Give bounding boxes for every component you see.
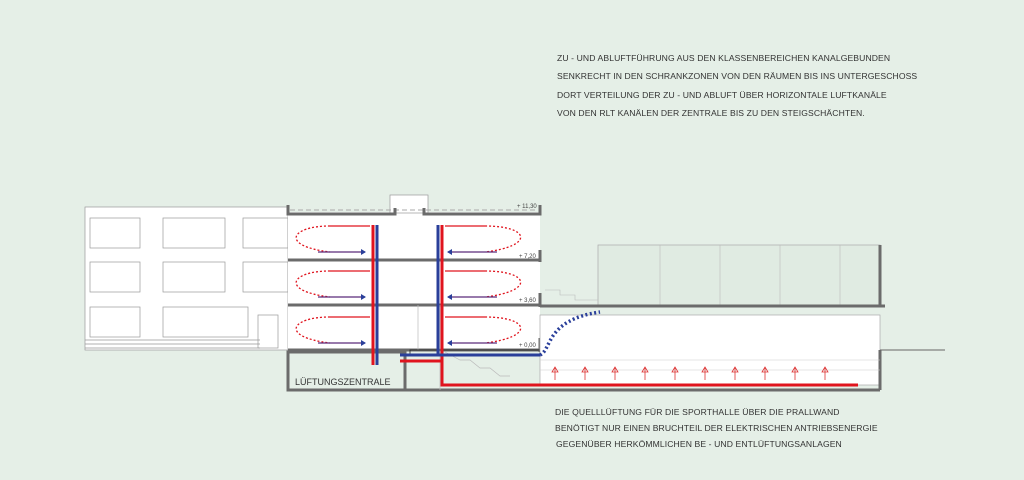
top-note-line: SENKRECHT IN DEN SCHRANKZONEN VON DEN RÄ… xyxy=(557,71,918,82)
elevation-labels: + 11,30 + 7,20 + 3,60 + 0,00 xyxy=(517,204,537,349)
left-building xyxy=(84,206,289,351)
school-section xyxy=(286,194,880,392)
room-label-lueftungszentrale: LÜFTUNGSZENTRALE xyxy=(295,377,391,387)
bottom-note-line: DIE QUELLLÜFTUNG FÜR DIE SPORTHALLE ÜBER… xyxy=(555,407,840,417)
bottom-note-line: BENÖTIGT NUR EINEN BRUCHTEIL DER ELEKTRI… xyxy=(555,423,878,433)
top-note-line: DORT VERTEILUNG DER ZU - UND ABLUFT ÜBER… xyxy=(557,89,887,100)
top-note-line: ZU - UND ABLUFTFÜHRUNG AUS DEN KLASSENBE… xyxy=(557,53,891,63)
elevation-label: + 3,60 xyxy=(519,298,537,304)
bottom-note: DIE QUELLLÜFTUNG FÜR DIE SPORTHALLE ÜBER… xyxy=(555,404,878,452)
air-circulation-loops xyxy=(295,225,522,347)
top-note: ZU - UND ABLUFTFÜHRUNG AUS DEN KLASSENBE… xyxy=(557,49,917,122)
elevation-label: + 0,00 xyxy=(519,343,537,349)
upward-air-arrows xyxy=(551,366,829,380)
elevation-label: + 11,30 xyxy=(517,204,537,210)
vertical-ducts xyxy=(371,225,858,387)
sports-hall xyxy=(539,244,945,390)
elevation-label: + 7,20 xyxy=(519,254,537,260)
top-note-line: VON DEN RLT KANÄLEN DER ZENTRALE BIS ZU … xyxy=(557,107,865,118)
bottom-note-line: GEGENÜBER HERKÖMMLICHEN BE - UND ENTLÜFT… xyxy=(556,439,842,449)
